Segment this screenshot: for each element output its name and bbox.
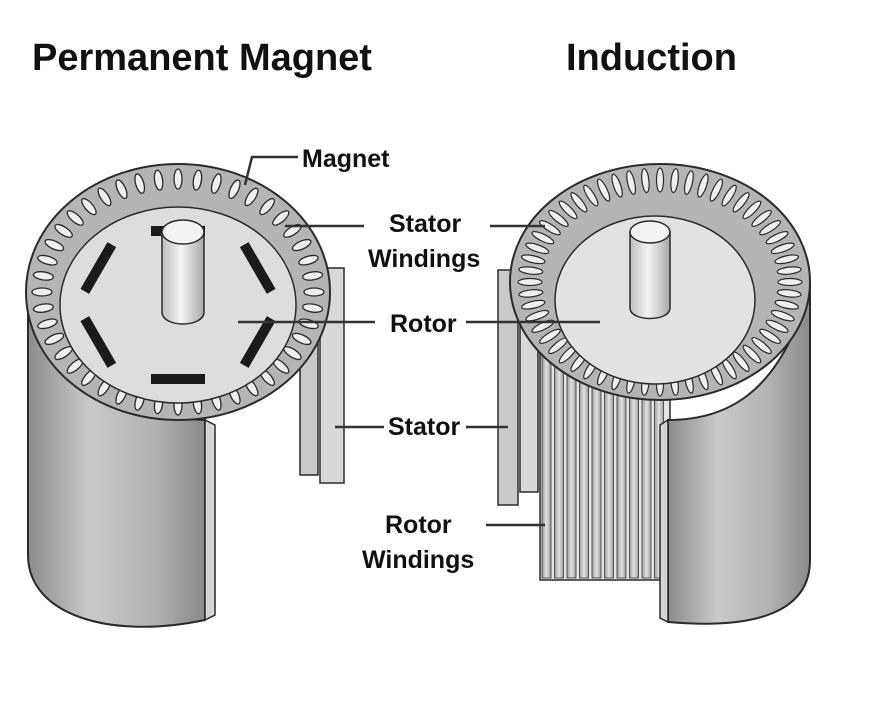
- pm-shaft-top: [161, 219, 205, 245]
- stator-winding-slot: [765, 231, 789, 245]
- rotor-magnet: [239, 316, 276, 368]
- stator-winding-slot: [742, 344, 762, 364]
- stator-winding-slot: [770, 309, 795, 322]
- leader-lines: [238, 155, 600, 527]
- rotor-winding-bar: [541, 329, 552, 579]
- stator-winding-slot: [759, 220, 782, 236]
- stator-winding-slot: [173, 168, 183, 190]
- stator-winding-slot: [742, 200, 762, 220]
- stator-winding-slot: [531, 231, 555, 245]
- rotor-magnet: [239, 242, 276, 294]
- stator-winding-slot: [259, 197, 275, 216]
- rotor-magnet: [80, 316, 117, 368]
- stator-winding-slot: [548, 209, 569, 227]
- rotor-label: Rotor: [390, 310, 457, 338]
- stator-winding-slot: [558, 200, 578, 220]
- stator-winding-slot: [583, 184, 599, 207]
- rotor-windings-label-line2: Windings: [362, 546, 474, 574]
- stator-winding-slot: [517, 277, 543, 287]
- stator-winding-slot: [37, 318, 58, 330]
- stator-winding-slot: [210, 173, 222, 194]
- stator-winding-slot: [697, 173, 709, 198]
- stator-winding-slot: [32, 303, 54, 313]
- stator-winding-slot: [721, 184, 737, 207]
- stator-winding-slot: [776, 289, 802, 298]
- stator-winding-slot: [153, 169, 164, 191]
- pm-shaft: [161, 231, 205, 325]
- permanent-magnet-title: Permanent Magnet: [32, 37, 372, 79]
- stator-winding-slot: [765, 319, 789, 333]
- rotor-magnet: [151, 374, 205, 384]
- induction-title: Induction: [566, 37, 737, 79]
- stator-winding-slot: [302, 303, 324, 313]
- stator-winding-slot: [54, 223, 73, 238]
- stator-winding-slot: [228, 179, 241, 200]
- permanent-magnet-motor: [25, 163, 345, 628]
- stator-winding-slot: [518, 289, 544, 298]
- stator-windings-label-line2: Windings: [368, 245, 480, 273]
- stator-winding-slot: [303, 287, 325, 297]
- stator-winding-slot: [626, 170, 637, 195]
- ind-shaft-top: [629, 220, 671, 244]
- rotor-magnet: [80, 242, 117, 294]
- ind-stator-lamination: [497, 269, 519, 506]
- stator-winding-slot: [751, 337, 772, 355]
- rotor-windings-label-line1: Rotor: [385, 511, 452, 539]
- ind-stator-windings: [517, 167, 803, 397]
- stator-winding-slot: [97, 187, 112, 207]
- stator-winding-slot: [525, 242, 550, 255]
- stator-winding-slot: [32, 271, 54, 281]
- stator-winding-slot: [298, 254, 319, 266]
- stator-winding-slot: [709, 178, 724, 202]
- stator-winding-slot: [44, 332, 65, 346]
- magnet-leader: [243, 155, 298, 186]
- induction-motor: [497, 163, 811, 625]
- stator-winding-slot: [776, 266, 802, 275]
- stator-winding-slot: [302, 271, 324, 281]
- stator-winding-slot: [520, 299, 546, 310]
- stator-winding-slot: [66, 210, 84, 226]
- ind-cutaway-wall: [659, 418, 669, 624]
- stator-winding-slot: [570, 192, 588, 213]
- stator-winding-slot: [770, 242, 795, 255]
- stator-winding-slot: [596, 178, 611, 202]
- stator-winding-slot: [134, 173, 146, 194]
- stator-winding-slot: [291, 332, 312, 346]
- stator-winding-slot: [44, 238, 65, 252]
- stator-windings-label-line1: Stator: [389, 210, 462, 238]
- stator-winding-slot: [518, 266, 544, 275]
- stator-winding-slot: [272, 210, 290, 226]
- stator-winding-slot: [192, 169, 203, 191]
- pm-rotor-magnets: [80, 226, 276, 384]
- pm-cutaway-wall: [204, 418, 216, 622]
- stator-winding-slot: [774, 299, 800, 310]
- stator-winding-slot: [759, 328, 782, 344]
- pm-stator-windings: [31, 168, 325, 416]
- stator-winding-slot: [611, 173, 623, 198]
- stator-winding-slot: [538, 220, 561, 236]
- stator-winding-slot: [641, 168, 650, 194]
- stator-winding-slot: [244, 187, 259, 207]
- ind-shaft: [629, 231, 671, 320]
- stator-winding-slot: [37, 254, 58, 266]
- stator-winding-slot: [81, 197, 97, 216]
- stator-winding-slot: [683, 170, 694, 195]
- stator-winding-slot: [670, 168, 679, 194]
- stator-winding-slot: [520, 254, 546, 265]
- stator-winding-slot: [291, 238, 312, 252]
- stator-winding-slot: [751, 209, 772, 227]
- stator-winding-slot: [31, 287, 53, 297]
- stator-winding-slot: [538, 328, 561, 344]
- magnet-label: Magnet: [302, 145, 390, 173]
- stator-winding-slot: [115, 179, 128, 200]
- stator-winding-slot: [525, 309, 550, 322]
- stator-winding-slot: [655, 167, 665, 193]
- stator-winding-slot: [732, 192, 750, 213]
- stator-winding-slot: [777, 277, 803, 287]
- stator-winding-slot: [774, 254, 800, 265]
- stator-label: Stator: [388, 413, 461, 441]
